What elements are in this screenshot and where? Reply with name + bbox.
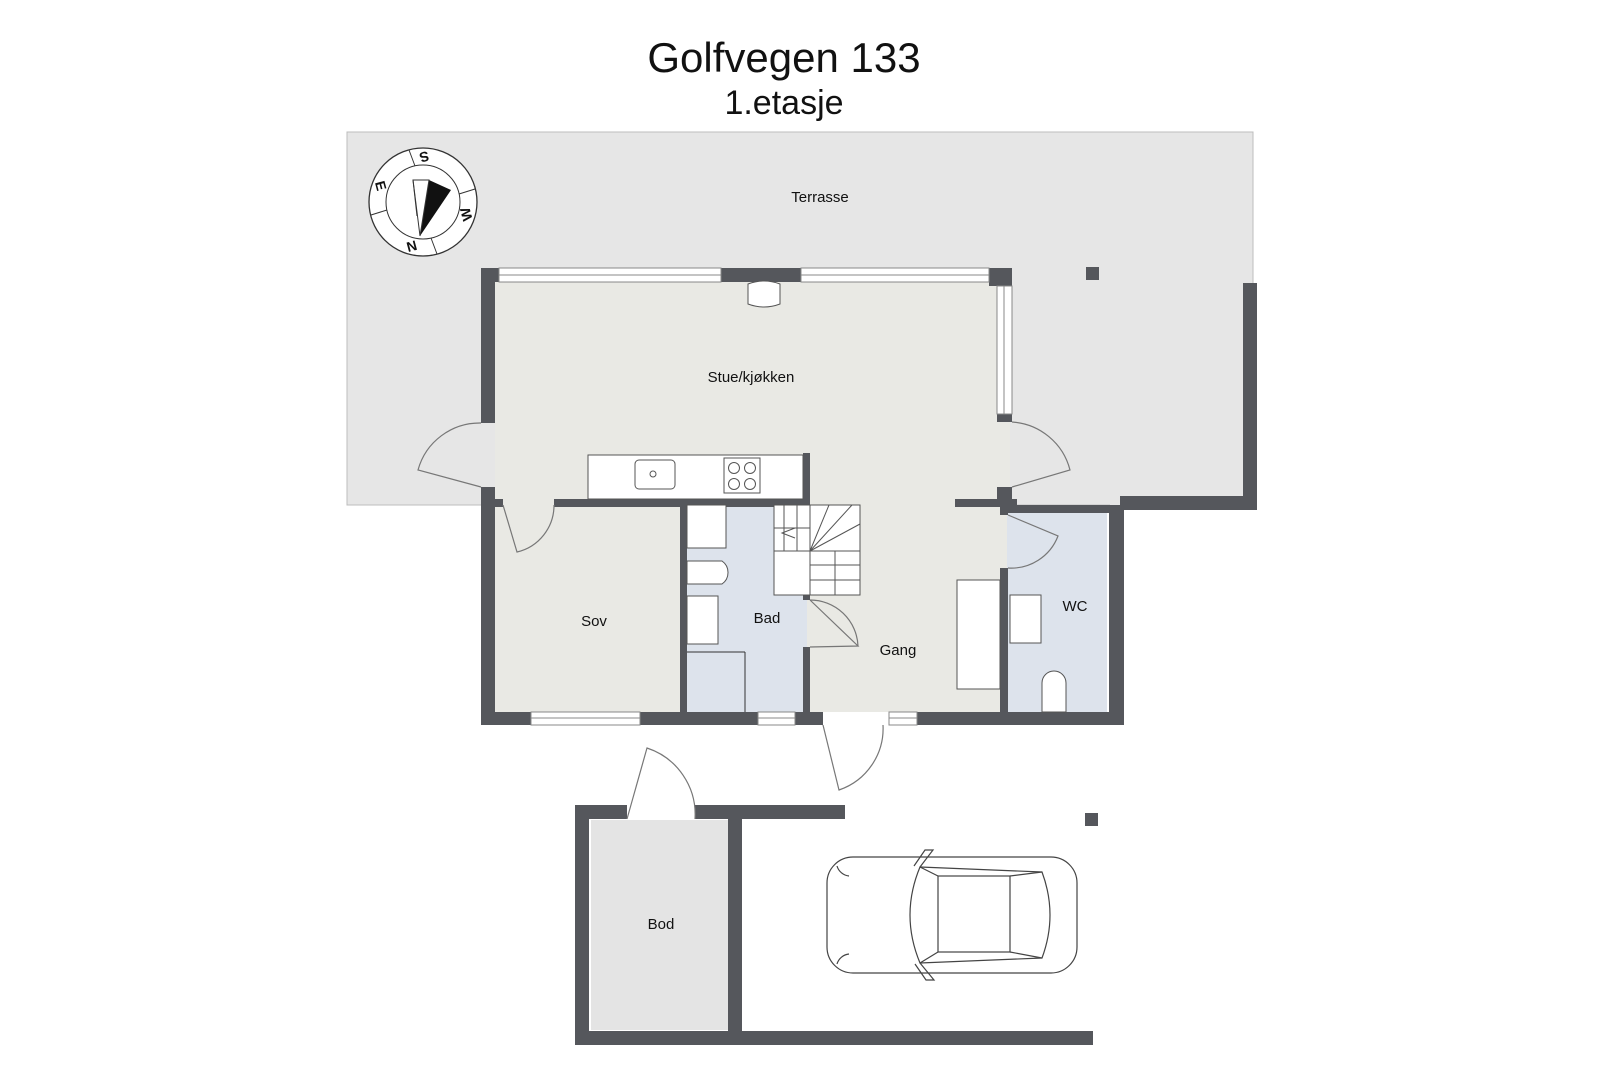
stove-icon	[747, 280, 781, 308]
compass-south: S	[418, 148, 431, 166]
kitchen-counter	[587, 454, 804, 500]
plan-title: Golfvegen 133	[647, 34, 921, 81]
compass-east: E	[372, 179, 390, 192]
floor-subtitle: 1.etasje	[724, 84, 844, 122]
room-label-stue-kjokken: Stue/kjøkken	[708, 369, 795, 386]
gang-bench	[956, 579, 1001, 690]
bod-floor	[591, 820, 731, 1030]
room-label-gang: Gang	[880, 642, 917, 659]
room-label-wc: WC	[1063, 598, 1088, 615]
car-icon	[826, 849, 1078, 981]
compass-west: W	[456, 205, 475, 223]
wc-fixtures	[1009, 594, 1067, 713]
doors	[417, 421, 1071, 820]
compass-icon: S E W N	[368, 147, 478, 257]
sov-floor	[495, 505, 685, 712]
windows	[498, 267, 1013, 726]
compass-north: N	[405, 237, 419, 255]
room-label-sov: Sov	[581, 613, 607, 630]
room-label-terrasse: Terrasse	[791, 189, 849, 206]
room-label-bad: Bad	[754, 610, 781, 627]
staircase	[773, 504, 861, 596]
room-label-bod: Bod	[648, 916, 675, 933]
bad-fixtures	[686, 504, 746, 712]
